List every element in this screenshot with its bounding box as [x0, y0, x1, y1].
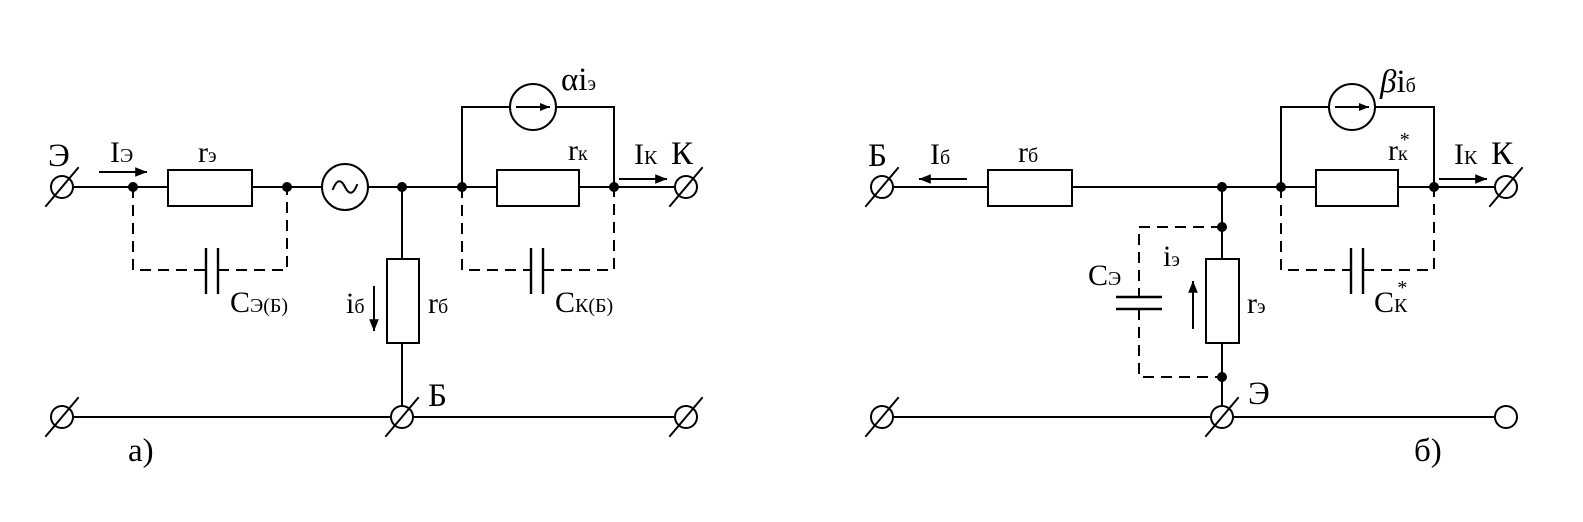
resistor-a-rb — [386, 258, 420, 344]
label-b-ie: iэ — [1163, 240, 1180, 273]
label-a-node-k: К — [671, 136, 694, 172]
node-a-5 — [609, 182, 619, 192]
label-b-node-e: Э — [1248, 376, 1270, 412]
node-a-2 — [282, 182, 292, 192]
wire-b-cs-right — [1374, 106, 1435, 188]
node-a-1 — [128, 182, 138, 192]
resistor-b-rb — [987, 169, 1073, 207]
label-b-beta-ib: βiб — [1379, 64, 1416, 100]
dashed-b-ce-bottom — [1138, 309, 1222, 378]
resistor-b-rk — [1315, 169, 1399, 207]
terminal-b-bottom-right — [1494, 405, 1518, 429]
diagram-b: Б Iб rб βiб rк* IК К CЭ iэ rэ CК* Э б) — [864, 64, 1524, 469]
label-b-ib: Iб — [930, 138, 950, 171]
resistor-a-rk — [496, 169, 580, 207]
wire-b-cs-left — [1280, 106, 1330, 188]
label-a-rk: rк — [568, 134, 588, 167]
terminal-a-bottom-right — [668, 396, 704, 438]
dashed-a-ceb-right — [218, 187, 288, 271]
resistor-a-re — [167, 169, 253, 207]
terminal-b-collector — [1488, 166, 1524, 208]
label-a-ik: IК — [634, 138, 658, 171]
wire-a-cs-left — [461, 106, 511, 188]
label-a-ib: iб — [346, 287, 365, 320]
node-b-4 — [1217, 222, 1227, 232]
label-a-rb: rб — [428, 287, 448, 320]
label-b-node-k: К — [1491, 136, 1514, 172]
label-b-rb: rб — [1018, 136, 1038, 169]
node-a-4 — [457, 182, 467, 192]
caption-b: б) — [1414, 433, 1442, 469]
label-b-ce: CЭ — [1088, 259, 1121, 292]
dashed-b-ck-left — [1280, 187, 1351, 271]
terminal-a-bottom-left — [44, 396, 80, 438]
node-b-3 — [1429, 182, 1439, 192]
caption-a: а) — [128, 433, 154, 469]
node-b-2 — [1276, 182, 1286, 192]
dashed-a-ceb-left — [132, 187, 206, 271]
label-a-ckb: CК(Б) — [555, 286, 613, 319]
label-a-ceb: CЭ(Б) — [230, 286, 288, 319]
resistor-b-re — [1205, 258, 1240, 344]
label-b-node-b: Б — [868, 138, 887, 174]
label-b-ck: CК* — [1374, 277, 1408, 319]
wire-a-cs-right — [555, 106, 615, 188]
label-a-node-b: Б — [428, 378, 447, 414]
terminal-a-base — [384, 396, 420, 438]
node-b-5 — [1217, 372, 1227, 382]
dashed-b-ce-top — [1138, 226, 1222, 297]
terminal-a-emitter — [44, 166, 80, 208]
label-a-re: rэ — [198, 136, 217, 169]
dashed-a-ckb-right — [543, 187, 615, 271]
ac-tilde-icon — [331, 180, 359, 194]
label-b-rk: rк* — [1388, 129, 1410, 167]
terminal-b-emitter — [1204, 396, 1240, 438]
terminal-b-bottom-left — [864, 396, 900, 438]
terminal-b-base — [864, 166, 900, 208]
node-b-1 — [1217, 182, 1227, 192]
label-b-ik: IК — [1454, 138, 1478, 171]
dashed-b-ck-right — [1363, 187, 1435, 271]
label-a-ie: IЭ — [110, 136, 133, 169]
label-a-node-e: Э — [48, 138, 70, 174]
terminal-a-collector — [668, 166, 704, 208]
diagram-a: Э IЭ rэ αiэ rк IК К CЭ(Б) CК(Б) iб rб Б … — [44, 62, 704, 469]
label-a-alpha-ie: αiэ — [561, 62, 596, 98]
node-a-3 — [397, 182, 407, 192]
dashed-a-ckb-left — [461, 187, 531, 271]
label-b-re: rэ — [1247, 287, 1266, 320]
